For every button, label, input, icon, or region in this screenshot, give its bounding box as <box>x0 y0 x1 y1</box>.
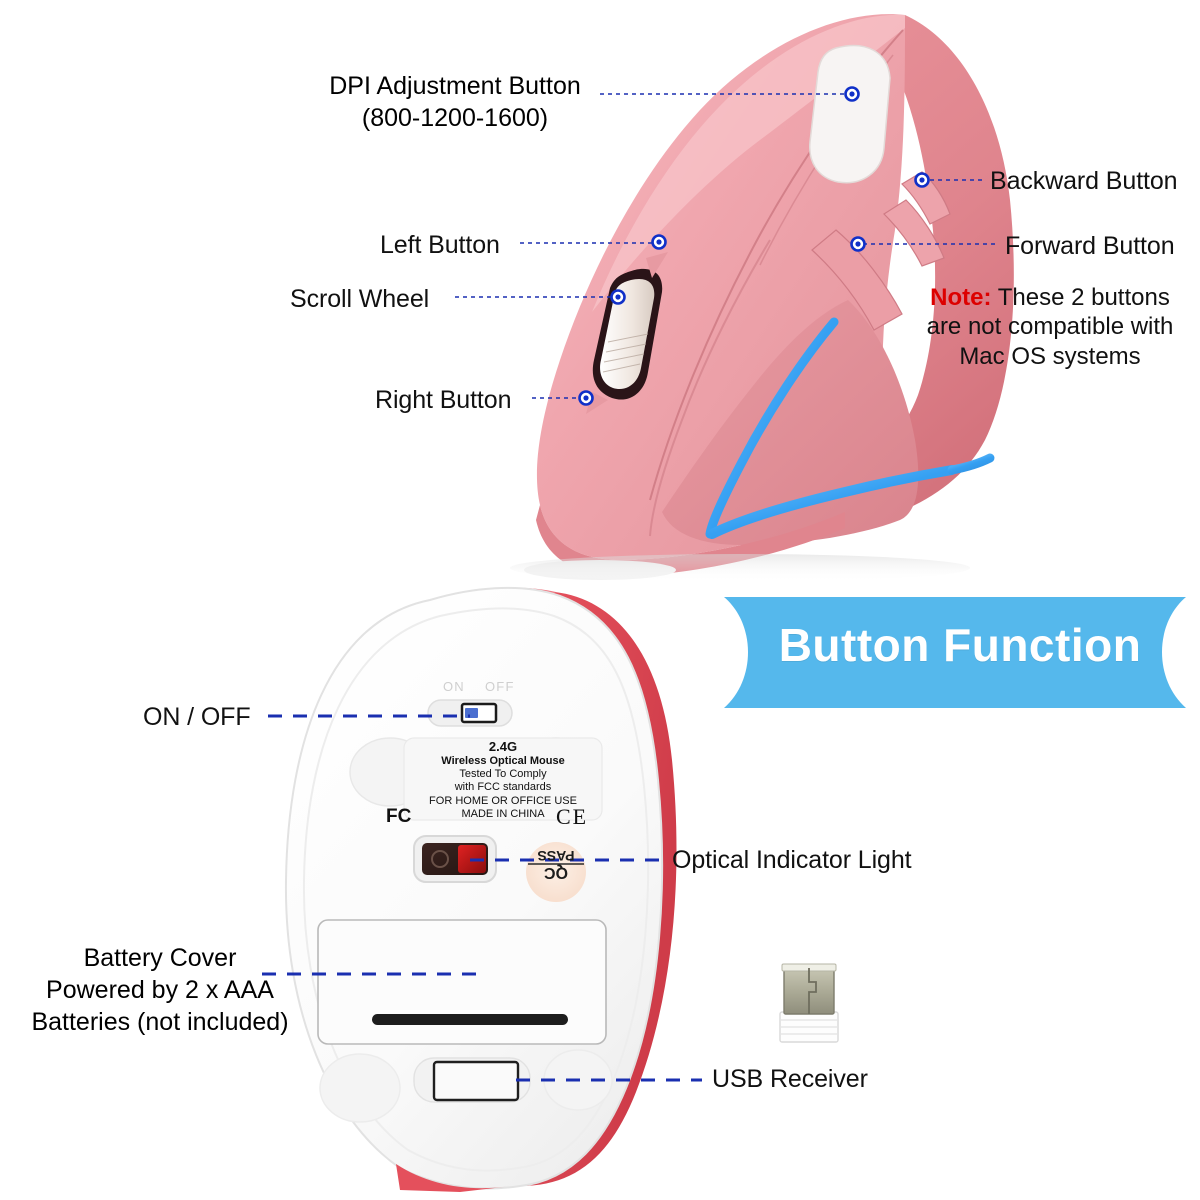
marker-backward-button <box>914 172 930 188</box>
qc-sticker-line2: PASS <box>537 848 575 865</box>
usb-receiver-slot <box>432 1060 520 1102</box>
product-label-line2: Wireless Optical Mouse <box>441 754 565 767</box>
button-function-banner <box>724 597 1186 708</box>
backward-button-shape-2 <box>883 199 945 267</box>
mouse-top-highlight <box>592 14 905 313</box>
banner-title: Button Function <box>778 619 1142 671</box>
underside-bottom-tail <box>396 1164 512 1192</box>
marker-right-button <box>578 390 594 406</box>
mouse-right-shell <box>838 15 1014 525</box>
underside-inner-rim <box>302 607 650 1172</box>
scroll-wheel <box>600 278 655 390</box>
label-optical-indicator-light: Optical Indicator Light <box>672 846 912 874</box>
switch-mark-on: ON <box>443 679 465 694</box>
marker-dpi-button <box>844 86 860 102</box>
product-label-line5: FOR HOME OR OFFICE USE <box>429 794 577 807</box>
fcc-mark-icon: FC <box>386 806 412 827</box>
marker-scroll-wheel <box>610 289 626 305</box>
qc-pass-sticker <box>526 842 586 902</box>
label-dpi-line1: DPI Adjustment Button <box>329 72 581 100</box>
mouse-underside-illustration <box>284 586 677 1192</box>
label-battery-line2: Powered by 2 x AAA <box>46 976 274 1004</box>
label-dpi-adjustment-button: DPI Adjustment Button (800-1200-1600) <box>300 70 610 134</box>
label-battery-line1: Battery Cover <box>83 944 237 972</box>
vertical-mouse-top-illustration <box>510 14 1014 582</box>
battery-cover <box>317 919 607 1045</box>
note-line1-text: These 2 buttons <box>991 284 1170 311</box>
label-on-off: ON / OFF <box>143 703 251 731</box>
marker-forward-button <box>850 236 866 252</box>
qc-sticker-line1: QC <box>544 863 568 881</box>
power-switch-toggle <box>465 708 478 718</box>
dpi-adjustment-button-shape <box>809 44 891 184</box>
usb-nano-receiver <box>779 963 839 1043</box>
wheel-notch-upper <box>646 252 668 278</box>
qc-pass-sticker-text: QC PASS <box>526 848 586 881</box>
product-label-text: 2.4G Wireless Optical Mouse Tested To Co… <box>404 739 602 821</box>
led-accent-curve-lower <box>707 465 957 539</box>
product-label-plate <box>403 737 603 821</box>
label-backward-button: Backward Button <box>990 167 1178 195</box>
note-line3: Mac OS systems <box>959 342 1141 370</box>
label-battery-line3: Batteries (not included) <box>31 1008 289 1036</box>
banner-ribbon-shape <box>724 597 1186 708</box>
switch-mark-off: OFF <box>485 679 515 694</box>
label-right-button: Right Button <box>375 386 512 414</box>
note-line2: are not compatible with <box>926 313 1174 341</box>
product-label-line6: MADE IN CHINA <box>461 807 545 820</box>
product-label-line3: Tested To Comply <box>459 768 547 781</box>
scroll-wheel-ribs <box>602 333 649 373</box>
label-scroll-wheel: Scroll Wheel <box>290 285 430 313</box>
note-line1: Note: These 2 buttons <box>900 283 1200 312</box>
optical-lens-ring <box>431 850 449 868</box>
mouse-left-right-button-divider <box>649 239 771 537</box>
battery-cover-slot <box>372 1014 568 1025</box>
note-mac-compatibility: Note: These 2 buttons are not compatible… <box>900 283 1200 371</box>
callout-leader-lines <box>262 93 997 1082</box>
product-label-line1: 2.4G <box>488 739 518 754</box>
label-left-button: Left Button <box>380 231 500 259</box>
callout-markers <box>578 86 930 406</box>
top-view-ground-shadow <box>510 554 970 582</box>
usb-receiver-body-grooves <box>781 1019 837 1035</box>
glide-foot-bottom-left <box>319 1053 401 1123</box>
usb-receiver-contact-notch <box>808 968 817 1014</box>
forward-button-shape <box>811 229 903 331</box>
label-usb-receiver: USB Receiver <box>712 1065 868 1093</box>
label-dpi-line2: (800-1200-1600) <box>361 104 549 132</box>
note-prefix: Note: <box>930 284 992 311</box>
marker-left-button <box>651 234 667 250</box>
led-accent-curve-upper <box>705 317 839 539</box>
backward-button-shape <box>901 171 951 225</box>
label-battery-cover: Battery Cover Powered by 2 x AAA Batteri… <box>10 942 310 1038</box>
label-forward-button: Forward Button <box>1005 232 1175 260</box>
product-label-line4: with FCC standards <box>454 781 552 794</box>
led-accent-curve-tail <box>947 453 995 475</box>
ce-mark-icon: CE <box>556 804 589 829</box>
